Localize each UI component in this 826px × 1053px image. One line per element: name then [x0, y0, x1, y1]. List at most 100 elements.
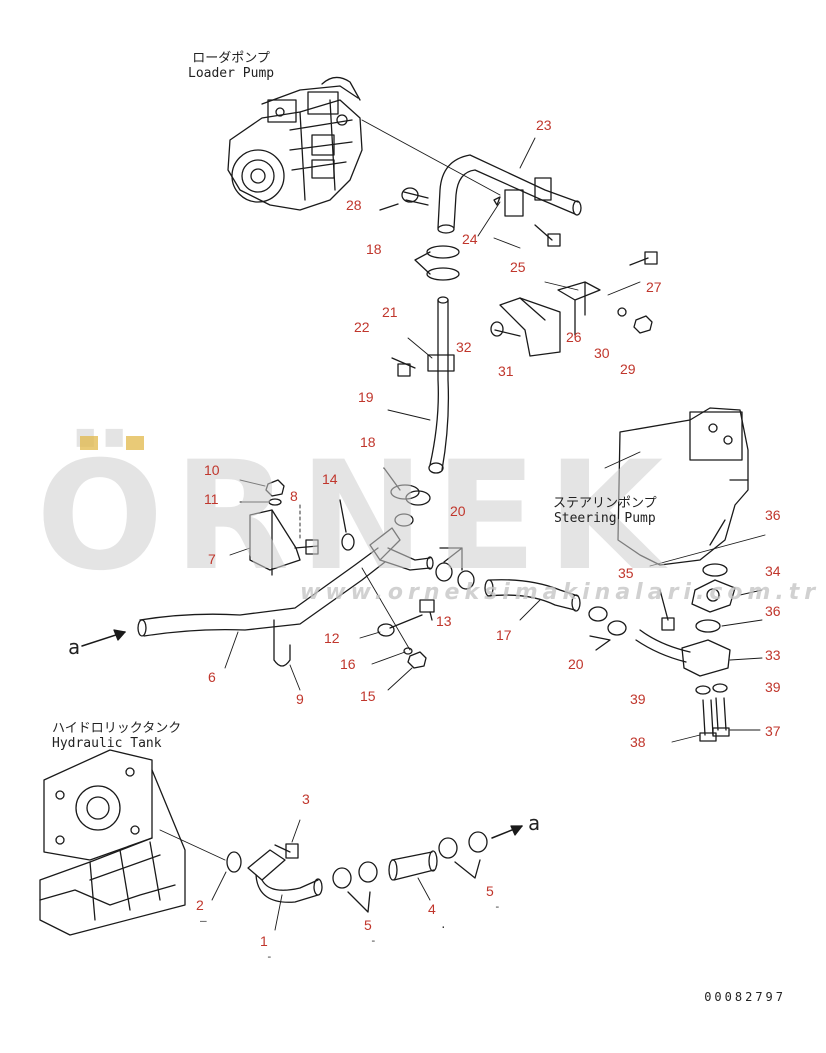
callout-37[interactable]: 37 [765, 723, 781, 739]
callout-19[interactable]: 19 [358, 389, 374, 405]
callout-5-right[interactable]: 5 [486, 883, 494, 899]
callout-38[interactable]: 38 [630, 734, 646, 750]
callout-21[interactable]: 21 [382, 304, 398, 320]
callout-34[interactable]: 34 [765, 563, 781, 579]
callout-26[interactable]: 26 [566, 329, 582, 345]
arrow-a-left [81, 629, 126, 647]
callout-24[interactable]: 24 [462, 231, 478, 247]
callout-12[interactable]: 12 [324, 630, 340, 646]
callout-15[interactable]: 15 [360, 688, 376, 704]
callout-36-bottom[interactable]: 36 [765, 603, 781, 619]
watermark-umlaut-right [126, 436, 144, 450]
callout-13[interactable]: 13 [436, 613, 452, 629]
callout-1[interactable]: 1 [260, 933, 268, 949]
callout-36-top[interactable]: 36 [765, 507, 781, 523]
steering-pump-caption: ステアリンポンプ Steering Pump [553, 496, 657, 527]
clamp-18-upper [414, 245, 460, 281]
callout-3[interactable]: 3 [302, 791, 310, 807]
pump-leader-line [361, 119, 501, 196]
callout-30[interactable]: 30 [594, 345, 610, 361]
bolt-25 [534, 224, 561, 247]
clamps-20-lower [588, 606, 627, 651]
clamp-12-bolt-13 [359, 599, 435, 665]
hose-17 [484, 579, 581, 621]
callout-39-left[interactable]: 39 [630, 691, 646, 707]
nut-10 [265, 479, 285, 497]
dash-mark: – [200, 914, 207, 927]
callout-2[interactable]: 2 [196, 897, 204, 913]
callout-18-lower[interactable]: 18 [360, 434, 376, 450]
dash-mark: - [266, 950, 273, 963]
watermark-brand: ÖRNEK [36, 430, 674, 604]
clamps-5-right [438, 831, 488, 879]
callout-29[interactable]: 29 [620, 361, 636, 377]
callout-16[interactable]: 16 [340, 656, 356, 672]
callout-28[interactable]: 28 [346, 197, 362, 213]
callout-27[interactable]: 27 [646, 279, 662, 295]
callout-39-right[interactable]: 39 [765, 679, 781, 695]
arrow-ref-right: a [528, 811, 541, 835]
nut-29 [633, 315, 653, 334]
dash-mark: - [370, 934, 377, 947]
callout-6[interactable]: 6 [208, 669, 216, 685]
arrow-a-right [491, 825, 523, 839]
watermark-umlaut-left [80, 436, 98, 450]
watermark-url: www.orneksimakinalari.com.tr [300, 580, 821, 605]
hydraulic-tank-caption: ハイドロリックタンク Hydraulic Tank [52, 721, 182, 752]
loader-pump-caption: ローダポンプ Loader Pump [188, 51, 275, 82]
drawing-part-number: 00082797 [704, 990, 786, 1004]
washer-11 [268, 498, 282, 506]
flange-33 [635, 629, 763, 677]
arrow-ref-left: a [68, 635, 81, 659]
callout-23[interactable]: 23 [536, 117, 552, 133]
callout-4[interactable]: 4 [428, 901, 436, 917]
clamp-14 [339, 499, 355, 551]
steering-pump-caption-jp: ステアリンポンプ [553, 496, 657, 511]
o-ring-2 [226, 851, 242, 873]
callout-18-upper[interactable]: 18 [366, 241, 382, 257]
callout-11[interactable]: 11 [204, 491, 219, 507]
loader-pump-drawing [227, 76, 363, 211]
elbow-1 [247, 819, 323, 931]
callout-22[interactable]: 22 [354, 319, 370, 335]
callout-7[interactable]: 7 [208, 551, 216, 567]
hydraulic-tank-caption-jp: ハイドロリックタンク [52, 721, 182, 736]
bracket-31 [490, 297, 561, 357]
o-ring-36-top [702, 563, 728, 577]
dash-mark: . [440, 918, 447, 931]
washer-39-left [695, 685, 711, 695]
callout-14[interactable]: 14 [322, 471, 338, 487]
callout-10[interactable]: 10 [204, 462, 220, 478]
washer-39-right [712, 683, 728, 693]
callout-31[interactable]: 31 [498, 363, 514, 379]
bolt-22 [391, 357, 416, 377]
callout-20-lower[interactable]: 20 [568, 656, 584, 672]
callout-20-upper[interactable]: 20 [450, 503, 466, 519]
tee-fitting [361, 513, 434, 651]
clamp-18-lower [383, 467, 431, 506]
hose-4 [388, 850, 438, 901]
o-ring-36-bottom [695, 619, 721, 633]
callout-25[interactable]: 25 [510, 259, 526, 275]
callout-35[interactable]: 35 [618, 565, 634, 581]
callout-33[interactable]: 33 [765, 647, 781, 663]
clamps-5-left [332, 861, 378, 913]
bolt-35 [659, 589, 675, 631]
steering-pump-drawing [617, 407, 749, 566]
loader-pump-caption-en: Loader Pump [188, 65, 275, 81]
dash-mark: - [494, 900, 501, 913]
loader-pump-caption-jp: ローダポンプ [192, 51, 270, 66]
nut-15 [407, 651, 427, 669]
u-bolt-9 [273, 619, 301, 691]
callout-8[interactable]: 8 [290, 488, 298, 504]
clamp-28 [379, 187, 429, 211]
pipe-6 [137, 547, 386, 637]
bracket-26 [544, 251, 658, 336]
callout-17[interactable]: 17 [496, 627, 512, 643]
clamps-20-upper [435, 547, 475, 590]
callout-9[interactable]: 9 [296, 691, 304, 707]
hydraulic-tank-caption-en: Hydraulic Tank [52, 735, 162, 751]
callout-32[interactable]: 32 [456, 339, 472, 355]
callout-5-left[interactable]: 5 [364, 917, 372, 933]
